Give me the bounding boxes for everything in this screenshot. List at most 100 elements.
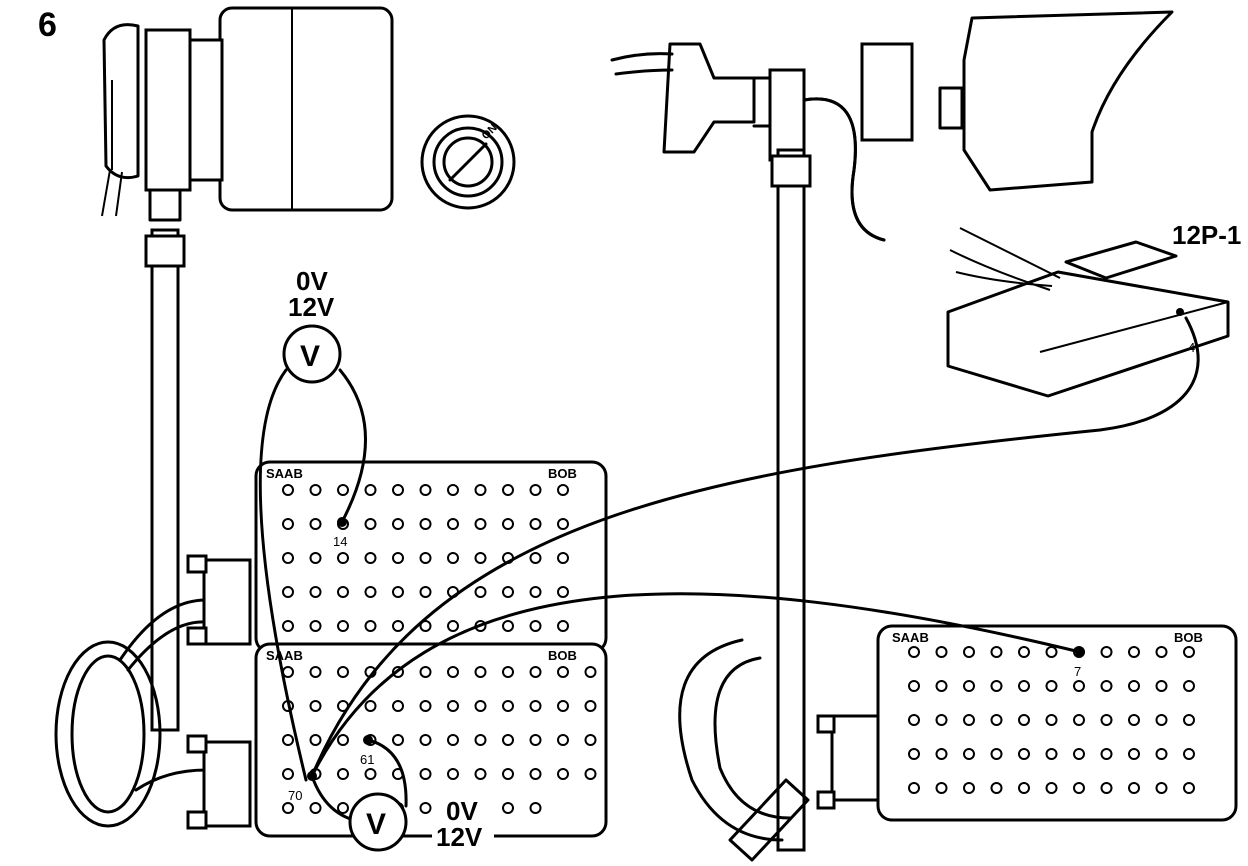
pin-hole [963, 782, 975, 794]
pin-hole [282, 552, 294, 564]
voltmeter-upper: 0V 12V V [282, 266, 342, 384]
pin-hole [337, 734, 349, 746]
vm2-symbol: V [366, 808, 386, 841]
pin-hole [557, 768, 569, 780]
pin-hole [529, 586, 542, 598]
voltmeter-lower: V 0V 12V [348, 792, 494, 862]
pin-hole [1100, 748, 1113, 760]
pin-hole [1018, 680, 1030, 692]
pin-hole [309, 586, 322, 598]
pin-hole [1100, 782, 1113, 794]
connector-top-right [610, 10, 1174, 852]
pin-hole [1155, 782, 1168, 794]
pin-hole [1073, 680, 1085, 692]
pin-hole [419, 666, 432, 678]
pin-hole [1018, 782, 1030, 794]
pin-hole [1018, 714, 1030, 726]
pin-hole [908, 748, 920, 760]
bob-right-pin-grid [908, 646, 1195, 794]
pin-hole [282, 620, 294, 632]
pin-hole [1100, 680, 1113, 692]
pin-hole [935, 714, 948, 726]
bob-upper-brand: SAAB [266, 466, 303, 481]
bob-lower-model: BOB [548, 648, 577, 663]
bob-connector-lower [186, 734, 252, 830]
control-unit-left [101, 6, 394, 222]
pin-hole [364, 484, 377, 496]
pin-hole [337, 802, 349, 814]
pin-hole [392, 620, 404, 632]
pin-hole [1183, 714, 1195, 726]
pin-hole [1155, 714, 1168, 726]
pin-hole [557, 700, 569, 712]
pin-hole [1073, 748, 1085, 760]
pin-label-70: 70 [288, 788, 302, 803]
pin-hole [1155, 646, 1168, 658]
pin-hole [502, 700, 514, 712]
pin-hole [1045, 680, 1058, 692]
vm2-reading-high: 12V [436, 822, 483, 852]
pin-hole [282, 734, 294, 746]
pin-hole [935, 748, 948, 760]
pin-hole [337, 666, 349, 678]
pin-hole [309, 552, 322, 564]
pin-hole [474, 700, 487, 712]
pin-hole [584, 666, 597, 678]
pin-hole [282, 768, 294, 780]
pin-hole [309, 700, 322, 712]
pin-hole [502, 666, 514, 678]
pin-hole [447, 700, 459, 712]
pin-hole [364, 518, 377, 530]
pin-hole [364, 552, 377, 564]
pin-hole [990, 782, 1003, 794]
bob-upper-pin-grid [282, 484, 569, 632]
pin-hole [419, 768, 432, 780]
pin-hole [1128, 748, 1140, 760]
pin-hole [935, 782, 948, 794]
lead-vm1-to-70 [258, 368, 308, 782]
pin-hole [908, 782, 920, 794]
pin-hole [392, 734, 404, 746]
probe-point-61 [363, 735, 373, 745]
pin-hole [392, 700, 404, 712]
vm1-reading-high: 12V [288, 292, 335, 322]
pin-hole [963, 680, 975, 692]
pin-hole [990, 680, 1003, 692]
lead-vm1-to-14 [338, 368, 367, 524]
pin-hole [447, 552, 459, 564]
pin-hole [1100, 714, 1113, 726]
probe-point-7 [1075, 647, 1085, 657]
pin-hole [309, 518, 322, 530]
pin-hole [419, 586, 432, 598]
pin-hole [529, 734, 542, 746]
pin-hole [474, 768, 487, 780]
pin-hole [502, 734, 514, 746]
pin-hole [282, 802, 294, 814]
pin-hole [584, 768, 597, 780]
pin-hole [419, 518, 432, 530]
pin-hole [963, 646, 975, 658]
pin-hole [1018, 748, 1030, 760]
vm1-symbol: V [300, 340, 320, 373]
pin-hole [337, 768, 349, 780]
pin-hole [1128, 646, 1140, 658]
pin-hole [337, 484, 349, 496]
pin-hole [392, 484, 404, 496]
pin-hole [529, 802, 542, 814]
pin-hole [557, 552, 569, 564]
pin-hole [419, 700, 432, 712]
pin-hole [364, 620, 377, 632]
pin-hole [474, 734, 487, 746]
pin-hole [557, 484, 569, 496]
bob-right-model: BOB [1174, 630, 1203, 645]
connector-12p-1: 12P-1 4 [946, 220, 1241, 398]
pin-hole [364, 700, 377, 712]
vm2-reading-low: 0V [446, 796, 478, 826]
connector-label: 12P-1 [1172, 220, 1241, 250]
pin-hole [502, 586, 514, 598]
bob-connector-upper [186, 554, 252, 646]
test-leads [258, 316, 1200, 824]
pin-hole [529, 518, 542, 530]
pin-hole [309, 620, 322, 632]
